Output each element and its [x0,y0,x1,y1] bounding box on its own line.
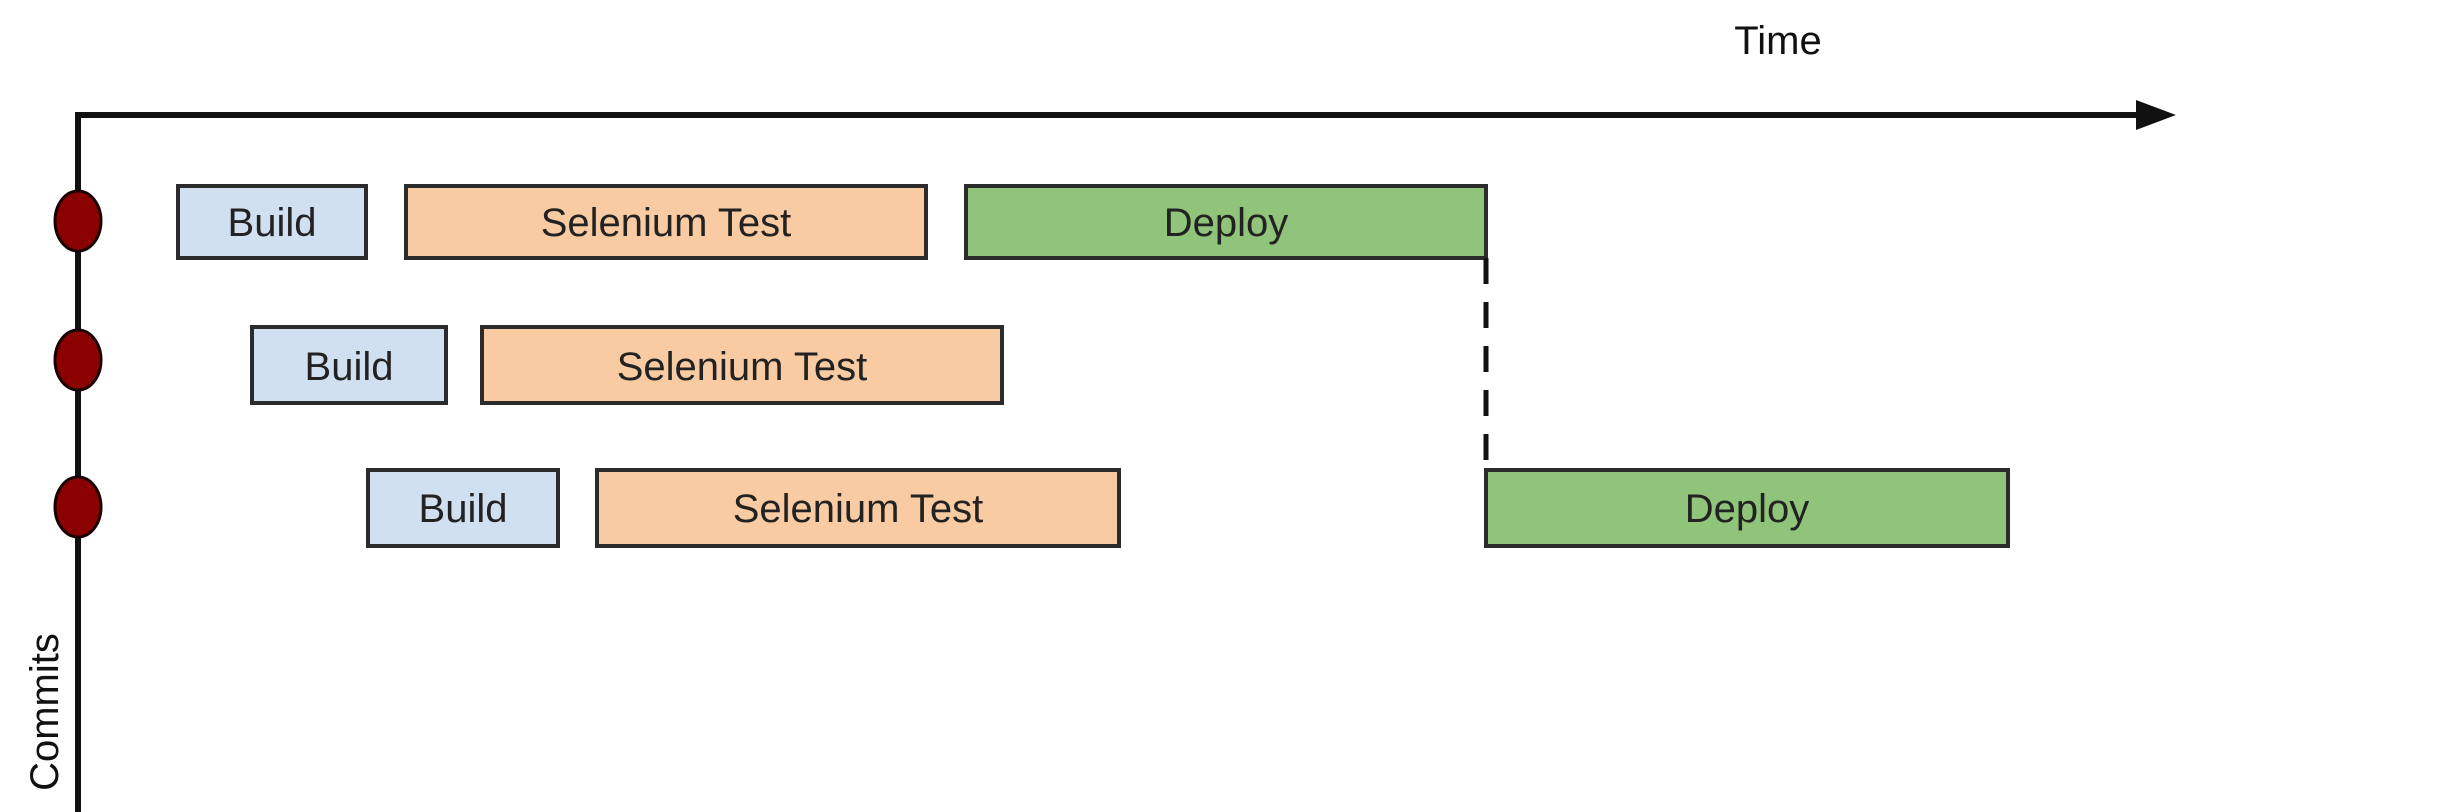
time-axis-label: Time [1734,19,1821,63]
commit-dot-1 [53,189,103,253]
commit-row-3: Build Selenium Test Deploy [366,468,2010,548]
build-stage: Build [366,468,560,548]
commit-dot-2 [53,328,103,392]
stage-label: Selenium Test [617,345,868,389]
stage-label: Build [228,201,317,245]
stage-label: Selenium Test [541,201,792,245]
selenium-test-stage: Selenium Test [480,325,1004,405]
commit-row-2: Build Selenium Test [250,325,1004,405]
selenium-test-stage: Selenium Test [404,184,928,260]
time-axis-arrowhead [2136,100,2176,130]
stage-label: Deploy [1685,487,1810,531]
commits-axis-label: Commits [23,633,67,791]
commit-row-1: Build Selenium Test Deploy [176,184,1488,260]
stage-label: Deploy [1164,201,1289,245]
stage-label: Build [305,345,394,389]
build-stage: Build [176,184,368,260]
stage-label: Build [419,487,508,531]
deploy-stage: Deploy [964,184,1488,260]
build-stage: Build [250,325,448,405]
stage-label: Selenium Test [733,487,984,531]
deploy-stage: Deploy [1484,468,2010,548]
selenium-test-stage: Selenium Test [595,468,1121,548]
commit-dot-3 [53,475,103,539]
